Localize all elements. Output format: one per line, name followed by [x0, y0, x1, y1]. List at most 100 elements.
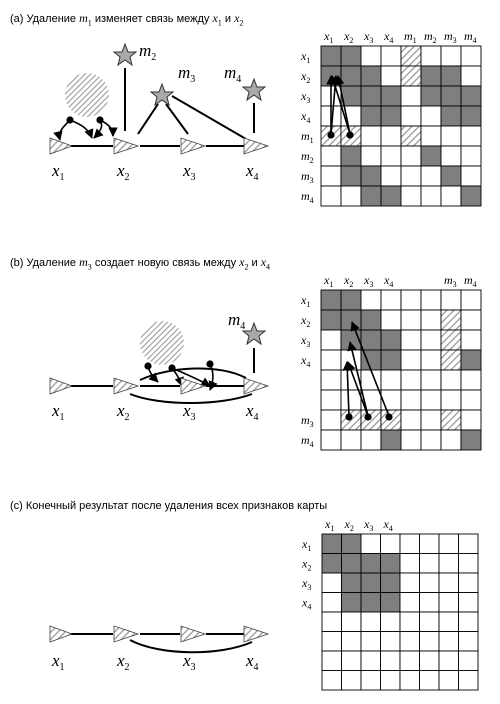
- label-m2: m2: [139, 41, 156, 63]
- pose-nodes-b: [49, 377, 270, 395]
- matrix-cell: [341, 670, 362, 691]
- matrix-row-label: x3: [301, 576, 311, 592]
- matrix-cell: [380, 185, 402, 207]
- matrix-cell: [340, 409, 362, 431]
- matrix-col-label: m4: [464, 29, 477, 45]
- matrix-col-label: x1: [324, 517, 334, 533]
- caption-b: (b) Удаление m3 создает новую связь межд…: [10, 255, 271, 272]
- matrix-cell: [458, 650, 479, 671]
- matrix-cell: [440, 289, 462, 311]
- matrix-cell: [340, 389, 362, 411]
- matrix-col-label: x2: [343, 29, 353, 45]
- matrix-cell: [458, 592, 479, 613]
- matrix-cell: [340, 349, 362, 371]
- factor-dot: [96, 116, 104, 124]
- factor-dot: [327, 131, 335, 139]
- label-x4: x4: [245, 401, 259, 423]
- matrix-cell: [419, 650, 440, 671]
- matrix-cell: [399, 592, 420, 613]
- matrix-col-label: x3: [363, 273, 373, 289]
- matrix-cell: [400, 45, 422, 67]
- matrix-cell: [380, 165, 402, 187]
- matrix-cell: [380, 670, 401, 691]
- pose-nodes-a: [49, 137, 270, 155]
- matrix-col-label: x3: [363, 29, 373, 45]
- matrix-cell: [360, 65, 382, 87]
- matrix-cell: [320, 145, 342, 167]
- matrix-cell: [341, 592, 362, 613]
- matrix-cell: [460, 309, 482, 331]
- matrix-col-label: x1: [323, 273, 333, 289]
- factor-dot: [144, 362, 152, 370]
- matrix-arrows-b: [342, 321, 390, 417]
- matrix-row-label: m1: [301, 129, 314, 145]
- matrix-cell: [419, 592, 440, 613]
- matrix-cell: [460, 185, 482, 207]
- removed-landmark-m3: [140, 321, 184, 365]
- matrix-cell: [438, 650, 459, 671]
- matrix-cell: [440, 429, 462, 451]
- matrix-cell: [420, 389, 442, 411]
- factor-dot: [345, 413, 353, 421]
- matrix-cell: [360, 553, 381, 574]
- matrix-col-label: m3: [444, 273, 457, 289]
- matrix-row-label: m2: [301, 149, 314, 165]
- matrix-cell: [460, 145, 482, 167]
- matrix-cell: [458, 572, 479, 593]
- matrix-row-label: x3: [300, 333, 310, 349]
- label-x1: x1: [51, 651, 65, 673]
- matrix-col-label: x2: [344, 517, 354, 533]
- matrix-cell: [400, 145, 422, 167]
- matrix-row-label: x1: [300, 293, 310, 309]
- matrix-cell: [420, 409, 442, 431]
- matrix-cell: [460, 85, 482, 107]
- matrix-cell: [321, 650, 342, 671]
- matrix-cell: [360, 533, 381, 554]
- matrix-cell: [360, 105, 382, 127]
- matrix-cell: [399, 572, 420, 593]
- matrix-cell: [320, 389, 342, 411]
- matrix-cell: [380, 369, 402, 391]
- matrix-cell: [380, 631, 401, 652]
- matrix-cell: [460, 369, 482, 391]
- pose-x1: [49, 137, 74, 155]
- matrix-cell: [360, 165, 382, 187]
- matrix-cell: [460, 65, 482, 87]
- matrix-cell: [340, 429, 362, 451]
- matrix-row-label: x4: [300, 109, 310, 125]
- matrix-cell: [400, 429, 422, 451]
- graph-edges-c: [70, 633, 253, 654]
- label-x2: x2: [116, 651, 130, 673]
- matrix-cell: [360, 429, 382, 451]
- matrix-cell: [420, 349, 442, 371]
- label-m4: m4: [228, 310, 245, 332]
- matrix-cell: [419, 670, 440, 691]
- matrix-cell: [341, 650, 362, 671]
- matrix-cell: [399, 650, 420, 671]
- factor-dot: [346, 131, 354, 139]
- matrix-cell: [419, 553, 440, 574]
- label-m4: m4: [224, 63, 241, 85]
- matrix-cell: [420, 145, 442, 167]
- star-icon: [149, 82, 175, 107]
- matrix-cell: [400, 409, 422, 431]
- pose-x2: [113, 137, 140, 155]
- matrix-cell: [380, 105, 402, 127]
- matrix-cell: [458, 611, 479, 632]
- matrix-row-label: m4: [301, 189, 314, 205]
- matrix-col-label: x4: [383, 273, 393, 289]
- matrix-cell: [380, 45, 402, 67]
- matrix-row-label: x4: [300, 353, 310, 369]
- label-x4: x4: [245, 161, 259, 183]
- matrix-cell: [438, 631, 459, 652]
- matrix-col-label: m4: [464, 273, 477, 289]
- matrix-cell: [380, 145, 402, 167]
- matrix-cell: [400, 165, 422, 187]
- label-x3: x3: [182, 401, 196, 423]
- matrix-cell: [460, 105, 482, 127]
- matrix-cell: [458, 553, 479, 574]
- edge-rewire-a: [53, 119, 118, 141]
- matrix-cell: [420, 289, 442, 311]
